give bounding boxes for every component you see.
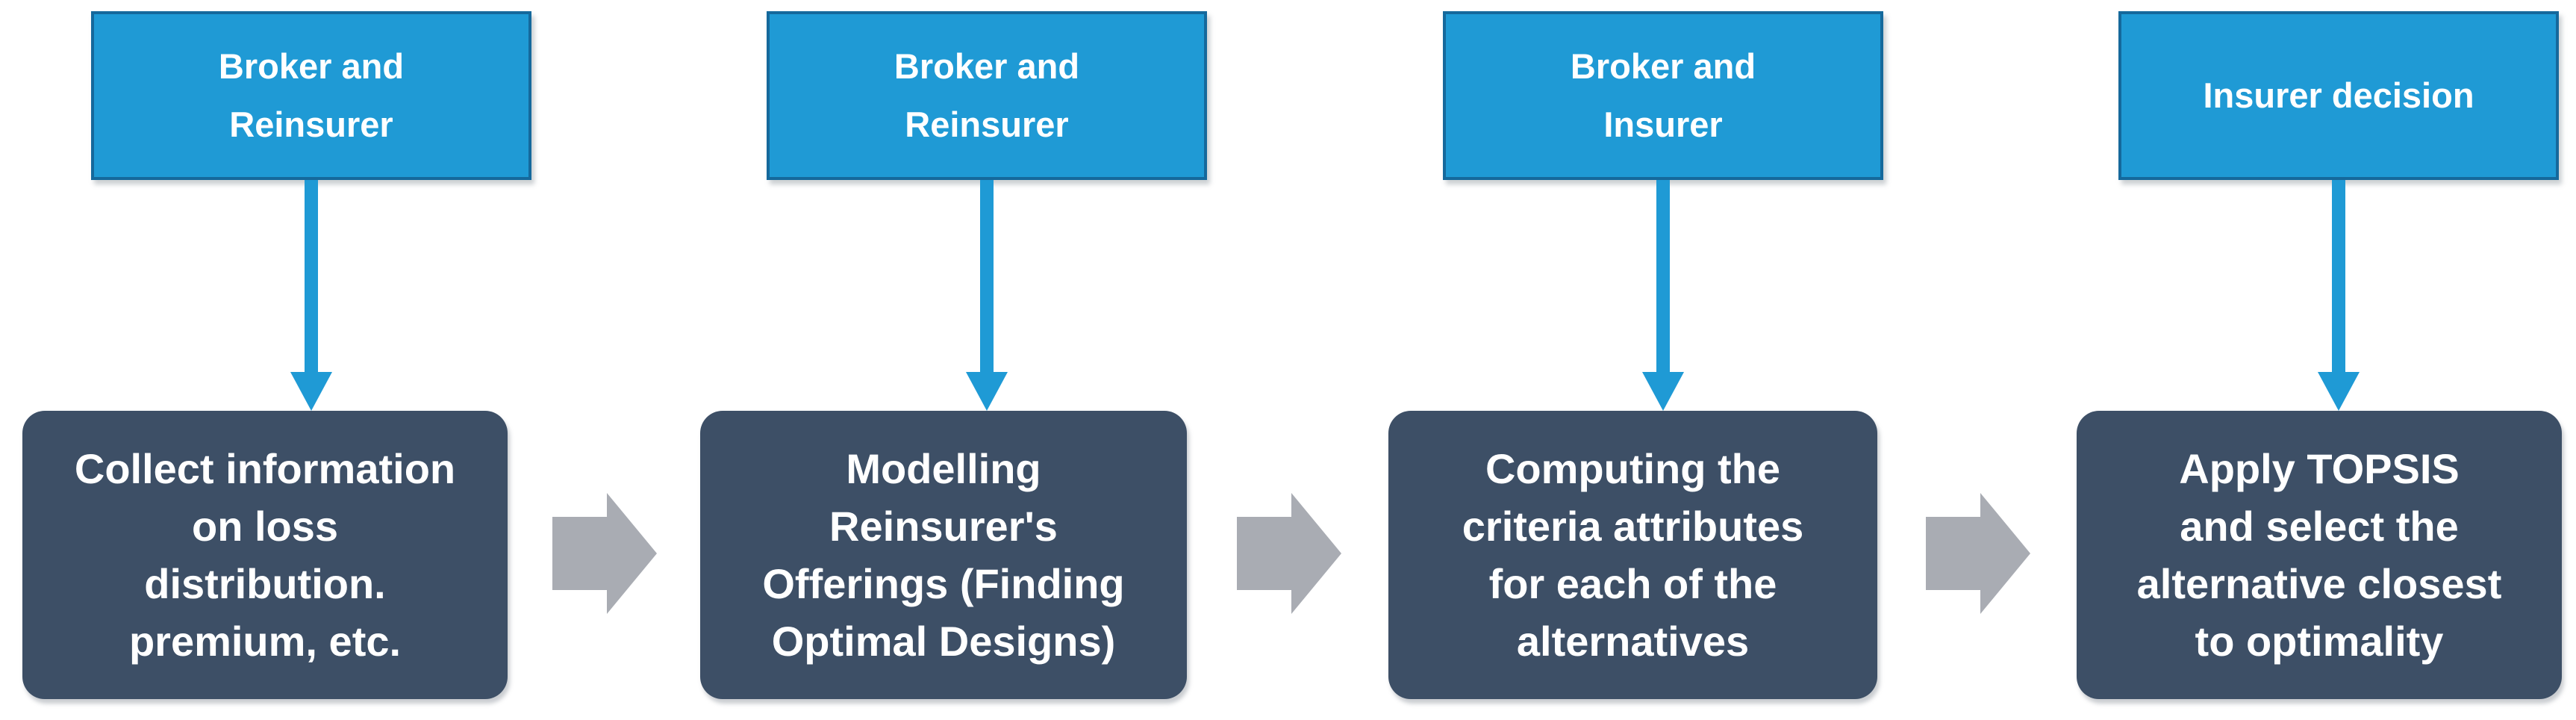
- actor-label-line: Reinsurer: [229, 105, 393, 144]
- process-label-line: criteria attributes: [1462, 503, 1804, 550]
- process-label-line: Collect information: [74, 445, 456, 492]
- process-box-3: Computing the criteria attributes for ea…: [1388, 411, 1877, 699]
- down-arrow-icon: [2316, 180, 2361, 411]
- process-label-line: Optimal Designs): [771, 618, 1116, 665]
- process-label-line: for each of the: [1488, 560, 1777, 607]
- actor-label-line: Insurer: [1603, 105, 1723, 144]
- process-box-2: Modelling Reinsurer's Offerings (Finding…: [700, 411, 1187, 699]
- process-label-line: Modelling: [846, 445, 1041, 492]
- actor-box-3: Broker and Insurer: [1443, 11, 1883, 180]
- process-label-line: distribution.: [144, 560, 386, 607]
- process-label-line: alternative closest: [2136, 560, 2502, 607]
- process-label-line: alternatives: [1516, 618, 1750, 665]
- process-label-line: Offerings (Finding: [762, 560, 1125, 607]
- process-box-1: Collect information on loss distribution…: [22, 411, 508, 699]
- down-arrow-icon: [1641, 180, 1685, 411]
- actor-label-line: Broker and: [894, 46, 1080, 86]
- process-label-line: Reinsurer's: [829, 503, 1058, 550]
- actor-box-2: Broker and Reinsurer: [767, 11, 1207, 180]
- actor-box-1: Broker and Reinsurer: [91, 11, 531, 180]
- process-box-4: Apply TOPSIS and select the alternative …: [2077, 411, 2562, 699]
- process-label-line: Computing the: [1485, 445, 1781, 492]
- actor-label-line: Broker and: [218, 46, 405, 86]
- right-arrow-icon: [552, 493, 657, 614]
- right-arrow-icon: [1926, 493, 2030, 614]
- process-label-line: premium, etc.: [128, 618, 402, 665]
- process-label-line: Apply TOPSIS: [2179, 445, 2460, 492]
- actor-label-line: Insurer decision: [2203, 75, 2474, 115]
- down-arrow-icon: [289, 180, 334, 411]
- process-label-line: and select the: [2180, 503, 2459, 550]
- right-arrow-icon: [1237, 493, 1341, 614]
- process-label-line: to optimality: [2195, 618, 2444, 665]
- actor-label-line: Broker and: [1570, 46, 1756, 86]
- actor-box-4: Insurer decision: [2118, 11, 2559, 180]
- actor-label-line: Reinsurer: [905, 105, 1069, 144]
- down-arrow-icon: [964, 180, 1009, 411]
- process-label-line: on loss: [191, 503, 339, 550]
